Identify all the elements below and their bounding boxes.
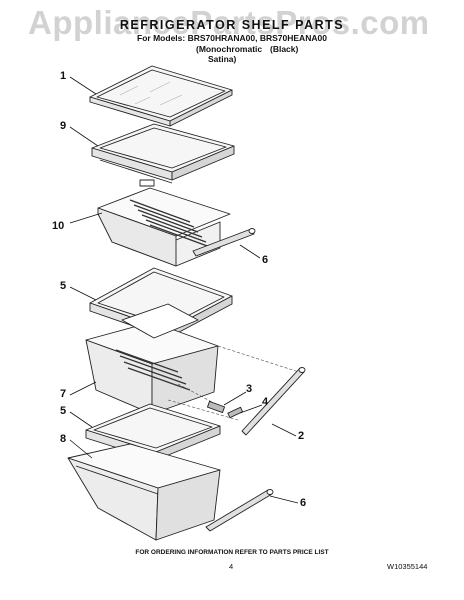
clip-part-3 — [207, 400, 225, 414]
watermark: AppliancePartsPros.com — [28, 4, 430, 41]
finish-black: (Black) — [270, 44, 299, 54]
callout-1: 1 — [60, 70, 67, 82]
callout-7: 7 — [60, 388, 67, 400]
ordering-note: FOR ORDERING INFORMATION REFER TO PARTS … — [135, 549, 329, 556]
drawer-part-8 — [67, 443, 221, 541]
callout-4: 4 — [262, 396, 269, 408]
callout-8: 8 — [60, 433, 67, 445]
callout-3: 3 — [246, 383, 253, 395]
callout-6-lower: 6 — [300, 497, 307, 509]
callout-10: 10 — [52, 220, 65, 232]
callout-9: 9 — [60, 120, 67, 132]
finish-satina: Satina) — [208, 54, 237, 64]
callout-5-upper: 5 — [60, 280, 67, 292]
callout-5-lower: 5 — [60, 405, 67, 417]
crisper-drawer-part-10 — [97, 187, 231, 267]
trim-strip-part-2 — [241, 367, 306, 436]
model-list: For Models: BRS70HRANA00, BRS70HEANA00 — [137, 33, 327, 43]
clip-part-4 — [227, 406, 244, 419]
glass-shelf-part-1 — [89, 65, 233, 127]
page-title: REFRIGERATOR SHELF PARTS — [119, 18, 345, 32]
trim-strip-part-6-upper — [192, 228, 256, 257]
document-number: W10355144 — [387, 562, 428, 571]
page-number: 4 — [229, 562, 234, 571]
trim-strip-part-6-lower — [205, 489, 274, 532]
callout-6-upper: 6 — [262, 254, 269, 266]
shelf-frame-part-9 — [91, 123, 235, 187]
callout-2: 2 — [298, 430, 305, 442]
finish-monochromatic: (Monochromatic — [196, 44, 263, 54]
